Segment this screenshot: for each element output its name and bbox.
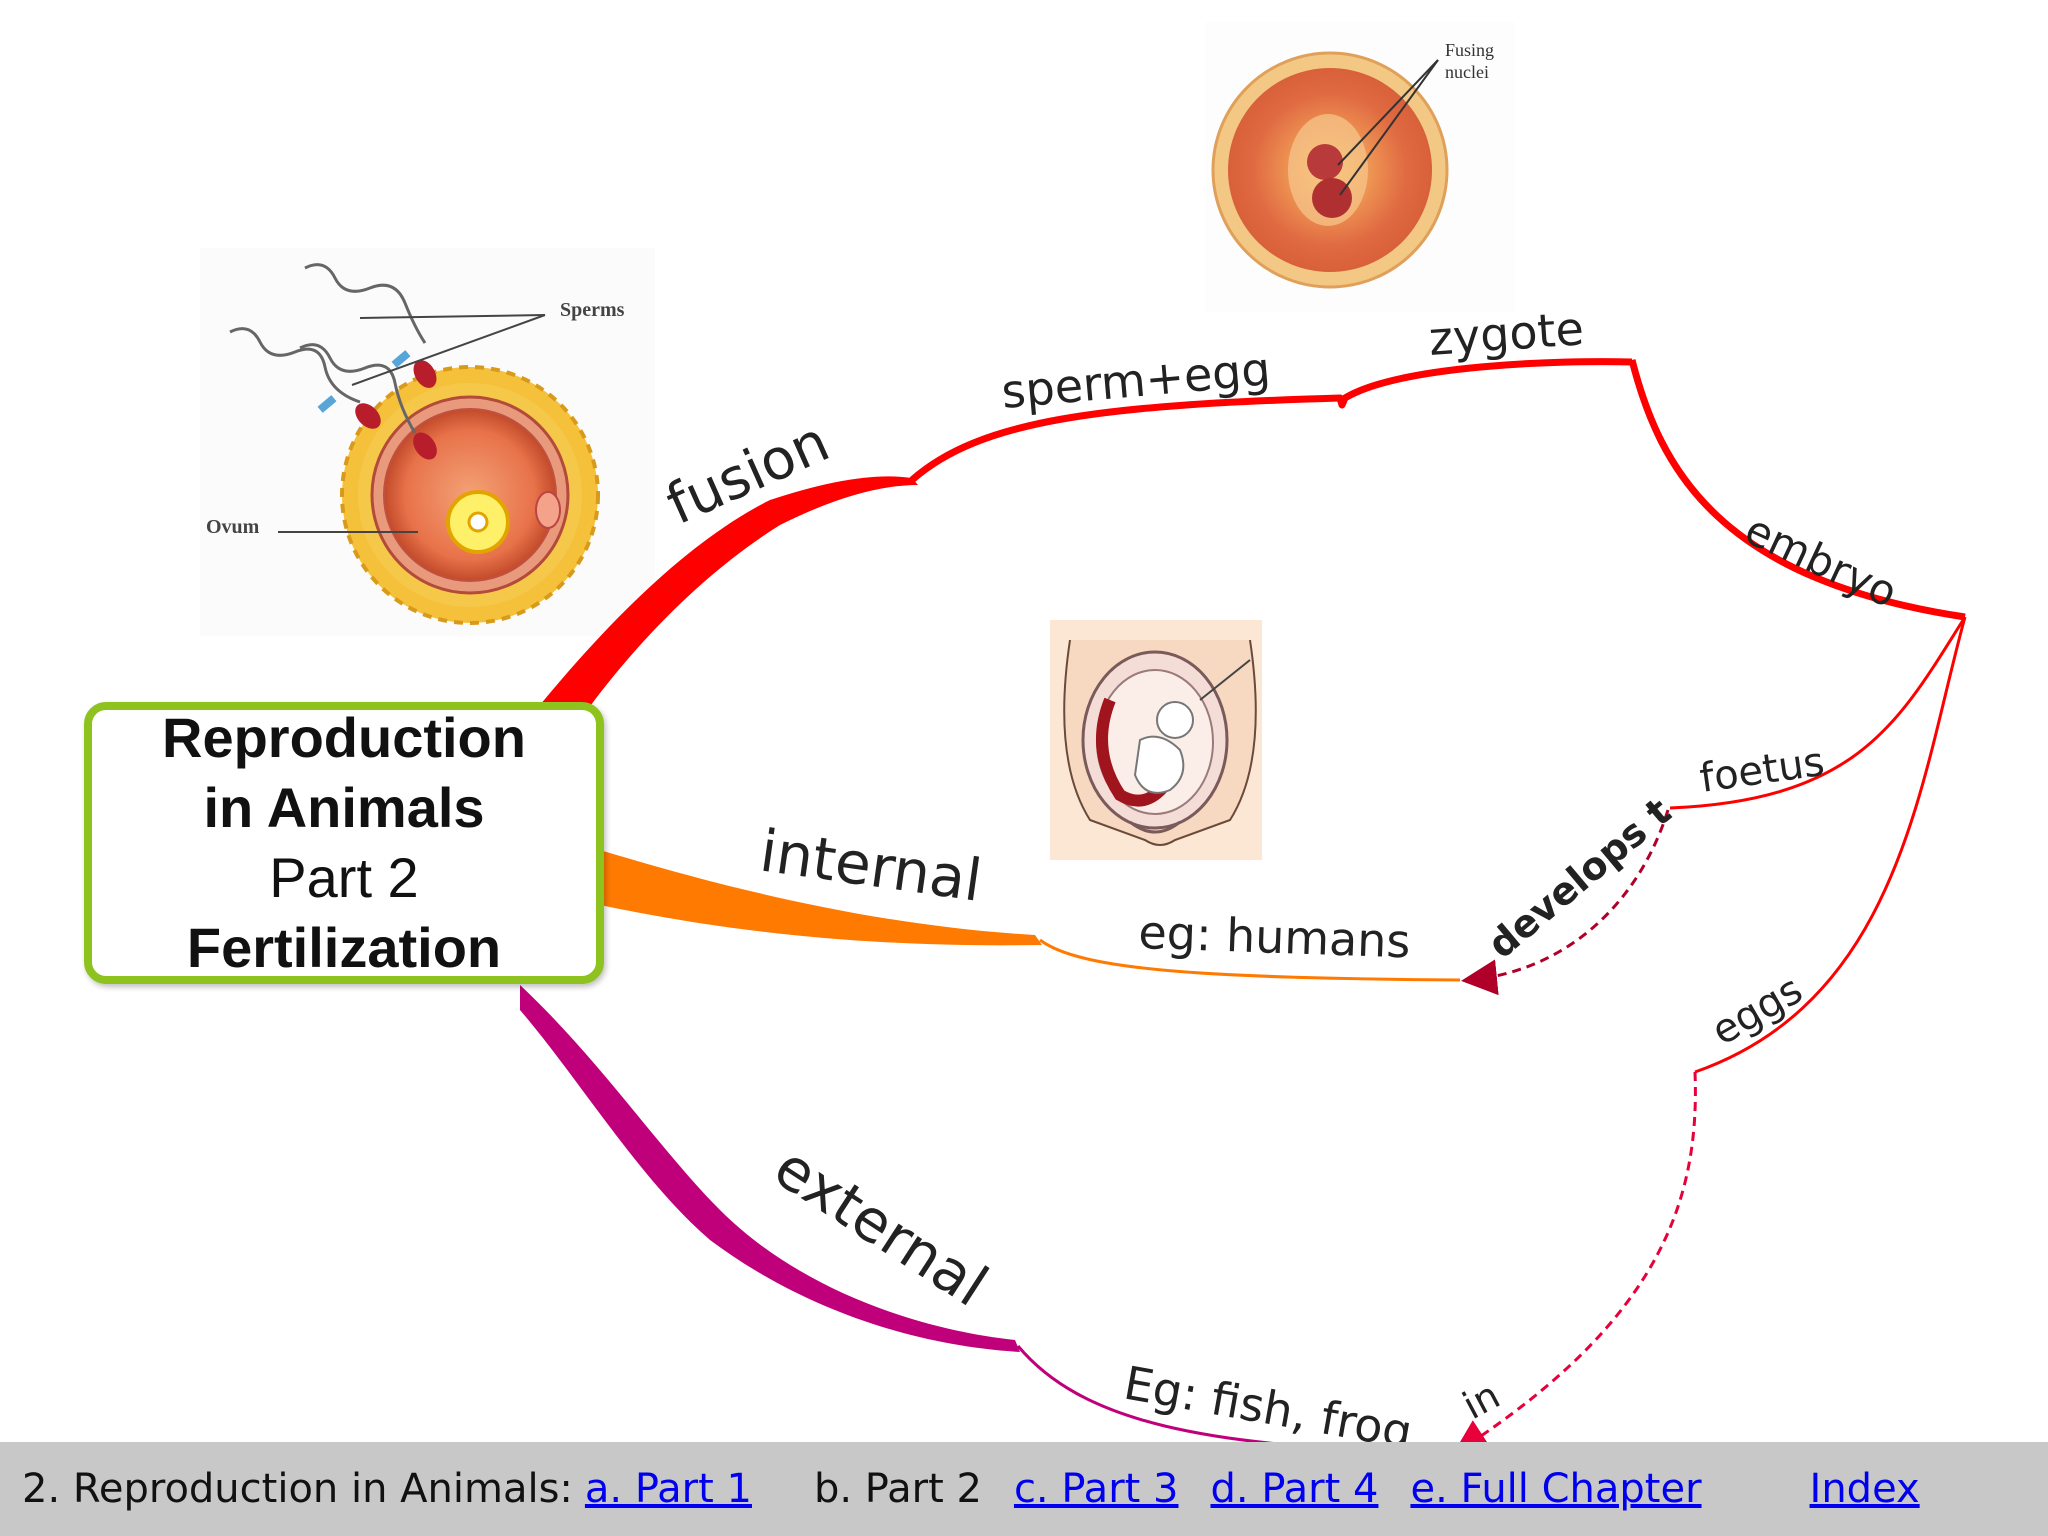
- eggs-branch: [1694, 616, 1967, 1074]
- label-foetus: foetus: [1697, 739, 1827, 802]
- label-eg-humans: eg: humans: [1138, 905, 1412, 968]
- central-title-line2: in Animals: [203, 776, 485, 839]
- label-develops: develops t: [1480, 789, 1680, 967]
- label-embryo: embryo: [1738, 505, 1905, 618]
- footer-nav: 2. Reproduction in Animals: a. Part 1 b.…: [0, 1442, 2048, 1536]
- sperm-egg-branch: [909, 358, 1633, 483]
- current-part-2: b. Part 2: [813, 1466, 982, 1512]
- embryo-branch: [1628, 359, 1966, 621]
- central-topic-name: Fertilization: [186, 916, 502, 979]
- central-title-line1: Reproduction: [162, 706, 526, 769]
- label-sperm-egg: sperm+egg: [999, 342, 1272, 419]
- link-part-3[interactable]: c. Part 3: [1013, 1466, 1179, 1512]
- label-in: in: [1456, 1373, 1507, 1428]
- label-internal: internal: [756, 817, 986, 915]
- central-subtitle: Part 2: [269, 846, 419, 909]
- sperms-label: Sperms: [560, 299, 625, 321]
- link-full-chapter[interactable]: e. Full Chapter: [1410, 1466, 1702, 1512]
- footer-prefix: 2. Reproduction in Animals:: [22, 1466, 573, 1512]
- ovum-label: Ovum: [206, 516, 260, 538]
- foetus-illustration: [1050, 620, 1262, 860]
- fusing-label-line2: nuclei: [1445, 62, 1489, 82]
- foetus-branch: [1669, 616, 1967, 810]
- fusing-label-line1: Fusing: [1445, 40, 1494, 60]
- develops-arrow: [1461, 809, 1670, 996]
- fusion-branch: [540, 476, 918, 720]
- link-part-4[interactable]: d. Part 4: [1210, 1466, 1379, 1512]
- in-arrow: [1452, 1071, 1697, 1455]
- zygote-illustration: Fusing nuclei: [1205, 22, 1515, 312]
- eg-humans-branch: [1039, 938, 1461, 982]
- sperm-ovum-illustration: Sperms Ovum: [200, 248, 655, 636]
- internal-branch: [600, 850, 1042, 946]
- link-part-1[interactable]: a. Part 1: [584, 1466, 752, 1512]
- external-branch: [520, 985, 1020, 1352]
- label-zygote: zygote: [1427, 301, 1585, 366]
- central-topic: Reproduction in Animals Part 2 Fertiliza…: [84, 702, 604, 984]
- link-index[interactable]: Index: [1809, 1466, 1920, 1512]
